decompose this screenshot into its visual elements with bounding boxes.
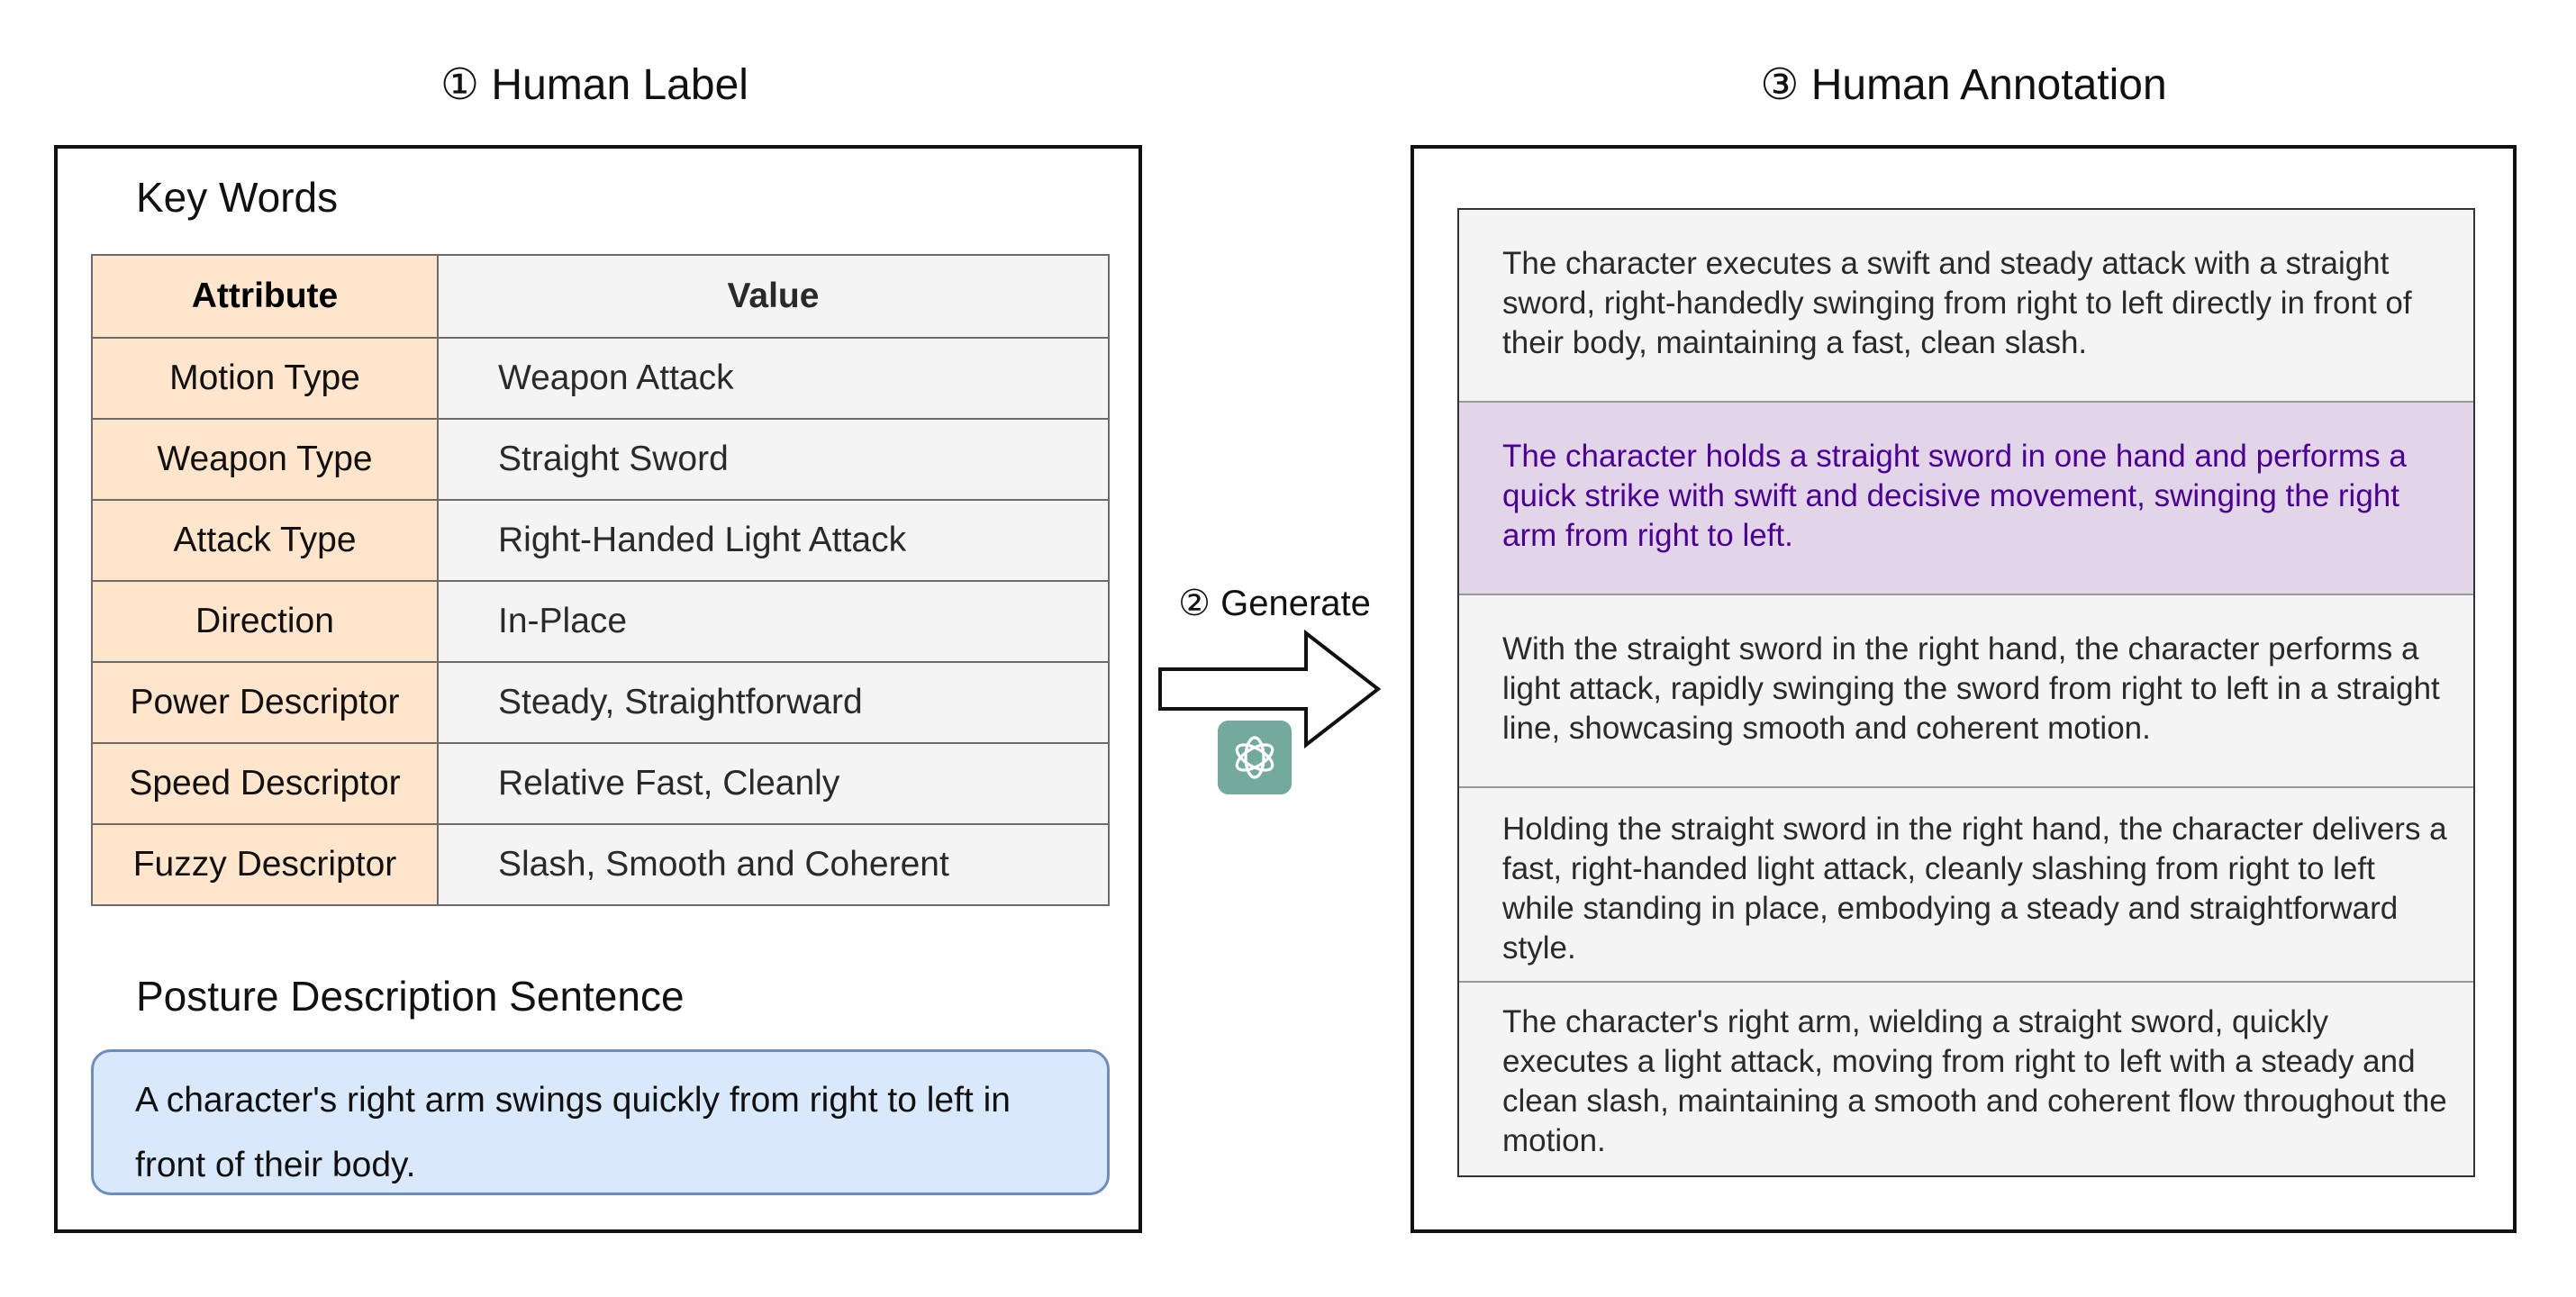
keywords-header-row: Attribute Value <box>91 254 1110 339</box>
table-row: Power Descriptor Steady, Straightforward <box>91 661 1110 744</box>
generate-label: ② Generate <box>1178 584 1371 623</box>
keywords-heading: Key Words <box>136 174 339 221</box>
value-cell: Straight Sword <box>437 418 1110 501</box>
human-annotation-title: ③ Human Annotation <box>1760 61 2167 109</box>
human-label-panel: Key Words Attribute Value Motion Type We… <box>54 145 1142 1233</box>
attribute-cell: Motion Type <box>91 337 439 420</box>
openai-logo-icon <box>1218 721 1292 794</box>
table-row: Attack Type Right-Handed Light Attack <box>91 499 1110 582</box>
table-row: Motion Type Weapon Attack <box>91 337 1110 420</box>
table-row: Weapon Type Straight Sword <box>91 418 1110 501</box>
posture-sentence-box: A character's right arm swings quickly f… <box>91 1049 1110 1195</box>
table-row: Direction In-Place <box>91 580 1110 663</box>
value-cell: Relative Fast, Cleanly <box>437 742 1110 825</box>
keywords-table: Attribute Value Motion Type Weapon Attac… <box>91 254 1110 906</box>
attribute-cell: Attack Type <box>91 499 439 582</box>
annotation-item: The character executes a swift and stead… <box>1459 210 2473 403</box>
value-column-header: Value <box>437 254 1110 339</box>
attribute-cell: Power Descriptor <box>91 661 439 744</box>
human-label-title: ① Human Label <box>440 61 748 109</box>
value-cell: Slash, Smooth and Coherent <box>437 823 1110 906</box>
posture-heading: Posture Description Sentence <box>136 973 685 1020</box>
annotation-item: Holding the straight sword in the right … <box>1459 788 2473 983</box>
annotation-item-highlighted: The character holds a straight sword in … <box>1459 403 2473 595</box>
value-cell: In-Place <box>437 580 1110 663</box>
attribute-cell: Weapon Type <box>91 418 439 501</box>
annotation-item: The character's right arm, wielding a st… <box>1459 983 2473 1175</box>
posture-sentence: A character's right arm swings quickly f… <box>135 1081 1011 1184</box>
attribute-cell: Fuzzy Descriptor <box>91 823 439 906</box>
right-arrow-icon <box>1158 629 1382 749</box>
value-cell: Steady, Straightforward <box>437 661 1110 744</box>
value-cell: Weapon Attack <box>437 337 1110 420</box>
attribute-cell: Speed Descriptor <box>91 742 439 825</box>
annotation-item: With the straight sword in the right han… <box>1459 595 2473 788</box>
attribute-column-header: Attribute <box>91 254 439 339</box>
value-cell: Right-Handed Light Attack <box>437 499 1110 582</box>
table-row: Speed Descriptor Relative Fast, Cleanly <box>91 742 1110 825</box>
annotation-list: The character executes a swift and stead… <box>1457 208 2475 1177</box>
attribute-cell: Direction <box>91 580 439 663</box>
human-annotation-panel: The character executes a swift and stead… <box>1410 145 2517 1233</box>
table-row: Fuzzy Descriptor Slash, Smooth and Coher… <box>91 823 1110 906</box>
